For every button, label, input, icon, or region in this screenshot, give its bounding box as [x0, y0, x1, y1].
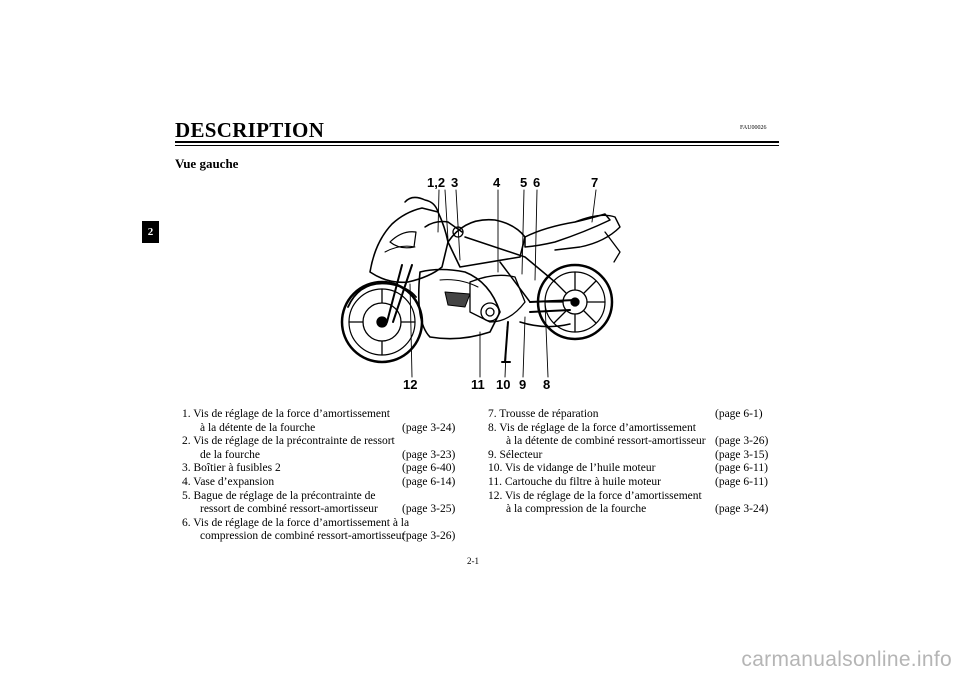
legend-row: 9. Sélecteur (page 3-15)	[488, 449, 780, 463]
legend-row: à la détente de combiné ressort-amortiss…	[488, 435, 780, 449]
legend-text: 3. Boîtier à fusibles 2	[182, 462, 281, 475]
legend-text: à la détente de la fourche	[200, 421, 316, 434]
legend-text: ressort de combiné ressort-amortisseur	[200, 503, 378, 516]
legend-row: 5. Bague de réglage de la précontrainte …	[182, 490, 472, 504]
page-number: 2-1	[467, 556, 479, 566]
title-rule-thin	[175, 145, 779, 146]
legend-page: (page 6-1)	[715, 408, 763, 420]
callout-11: 11	[471, 377, 485, 392]
legend-text: 11. Cartouche du filtre à huile moteur	[488, 475, 661, 488]
callout-7: 7	[591, 175, 599, 190]
section-subtitle: Vue gauche	[175, 156, 239, 171]
callout-6: 6	[533, 175, 541, 190]
legend-page: (page 3-23)	[402, 448, 456, 461]
legend-text: 1. Vis de réglage de la force d’amortiss…	[182, 408, 390, 420]
callout-1-2: 1,2	[427, 175, 446, 190]
callout-5: 5	[520, 175, 528, 190]
legend-text: 10. Vis de vidange de l’huile moteur	[488, 462, 656, 475]
legend-left: 1. Vis de réglage de la force d’amortiss…	[182, 408, 472, 544]
legend-text: 9. Sélecteur	[488, 448, 543, 461]
legend-row: 7. Trousse de réparation (page 6-1)	[488, 408, 780, 422]
title-rule-thick	[175, 141, 779, 143]
legend-page: (page 3-25)	[402, 503, 456, 516]
legend-text: de la fourche	[200, 448, 261, 461]
legend-text: 8. Vis de réglage de la force d’amortiss…	[488, 421, 696, 434]
legend-row: de la fourche (page 3-23)	[182, 449, 472, 463]
legend-row: à la détente de la fourche (page 3-24)	[182, 422, 472, 436]
legend-text: à la compression de la fourche	[506, 503, 647, 516]
page-title: DESCRIPTION	[175, 118, 325, 142]
legend-row: 6. Vis de réglage de la force d’amortiss…	[182, 517, 472, 531]
chapter-tab: 2	[142, 221, 159, 243]
legend-text: 5. Bague de réglage de la précontrainte …	[182, 489, 376, 502]
legend-page: (page 6-11)	[715, 475, 768, 488]
legend-text: 6. Vis de réglage de la force d’amortiss…	[182, 516, 410, 529]
legend-row: 4. Vase d’expansion (page 6-14)	[182, 476, 472, 490]
motorcycle-illustration	[340, 189, 621, 378]
legend-page: (page 3-15)	[715, 448, 769, 461]
callout-9: 9	[519, 377, 527, 392]
legend-right: 7. Trousse de réparation (page 6-1) 8. Vi…	[488, 408, 780, 517]
callout-12: 12	[403, 377, 418, 392]
legend-text: 2. Vis de réglage de la précontrainte de…	[182, 435, 395, 448]
legend-row: compression de combiné ressort-amortisse…	[182, 530, 472, 544]
legend-row: 3. Boîtier à fusibles 2 (page 6-40)	[182, 462, 472, 476]
legend-row: à la compression de la fourche (page 3-24…	[488, 503, 780, 517]
legend-row: 10. Vis de vidange de l’huile moteur (pag…	[488, 462, 780, 476]
legend-page: (page 3-24)	[715, 503, 769, 516]
callout-4: 4	[493, 175, 501, 190]
legend-text: 4. Vase d’expansion	[182, 475, 275, 488]
reference-code: FAU00026	[740, 125, 767, 131]
legend-row: 12. Vis de réglage de la force d’amortis…	[488, 490, 780, 504]
legend-text: compression de combiné ressort-amortisse…	[200, 530, 406, 543]
legend-text: 12. Vis de réglage de la force d’amortis…	[488, 489, 702, 502]
legend-row: 8. Vis de réglage de la force d’amortiss…	[488, 422, 780, 436]
callout-3: 3	[451, 175, 459, 190]
legend-page: (page 3-26)	[715, 435, 769, 448]
legend-page: (page 6-11)	[715, 462, 768, 475]
legend-page: (page 3-24)	[402, 421, 456, 434]
legend-page: (page 3-26)	[402, 530, 456, 543]
legend-page: (page 6-14)	[402, 475, 456, 488]
legend-row: 2. Vis de réglage de la précontrainte de…	[182, 435, 472, 449]
legend-row: 1. Vis de réglage de la force d’amortiss…	[182, 408, 472, 422]
watermark: carmanualsonline.info	[741, 648, 952, 671]
legend-text: à la détente de combiné ressort-amortiss…	[506, 435, 706, 448]
callout-8: 8	[543, 377, 551, 392]
legend-row: ressort de combiné ressort-amortisseur (p…	[182, 503, 472, 517]
callout-10: 10	[496, 377, 511, 392]
legend-page: (page 6-40)	[402, 462, 456, 475]
legend-row: 11. Cartouche du filtre à huile moteur (p…	[488, 476, 780, 490]
legend-text: 7. Trousse de réparation	[488, 408, 599, 420]
